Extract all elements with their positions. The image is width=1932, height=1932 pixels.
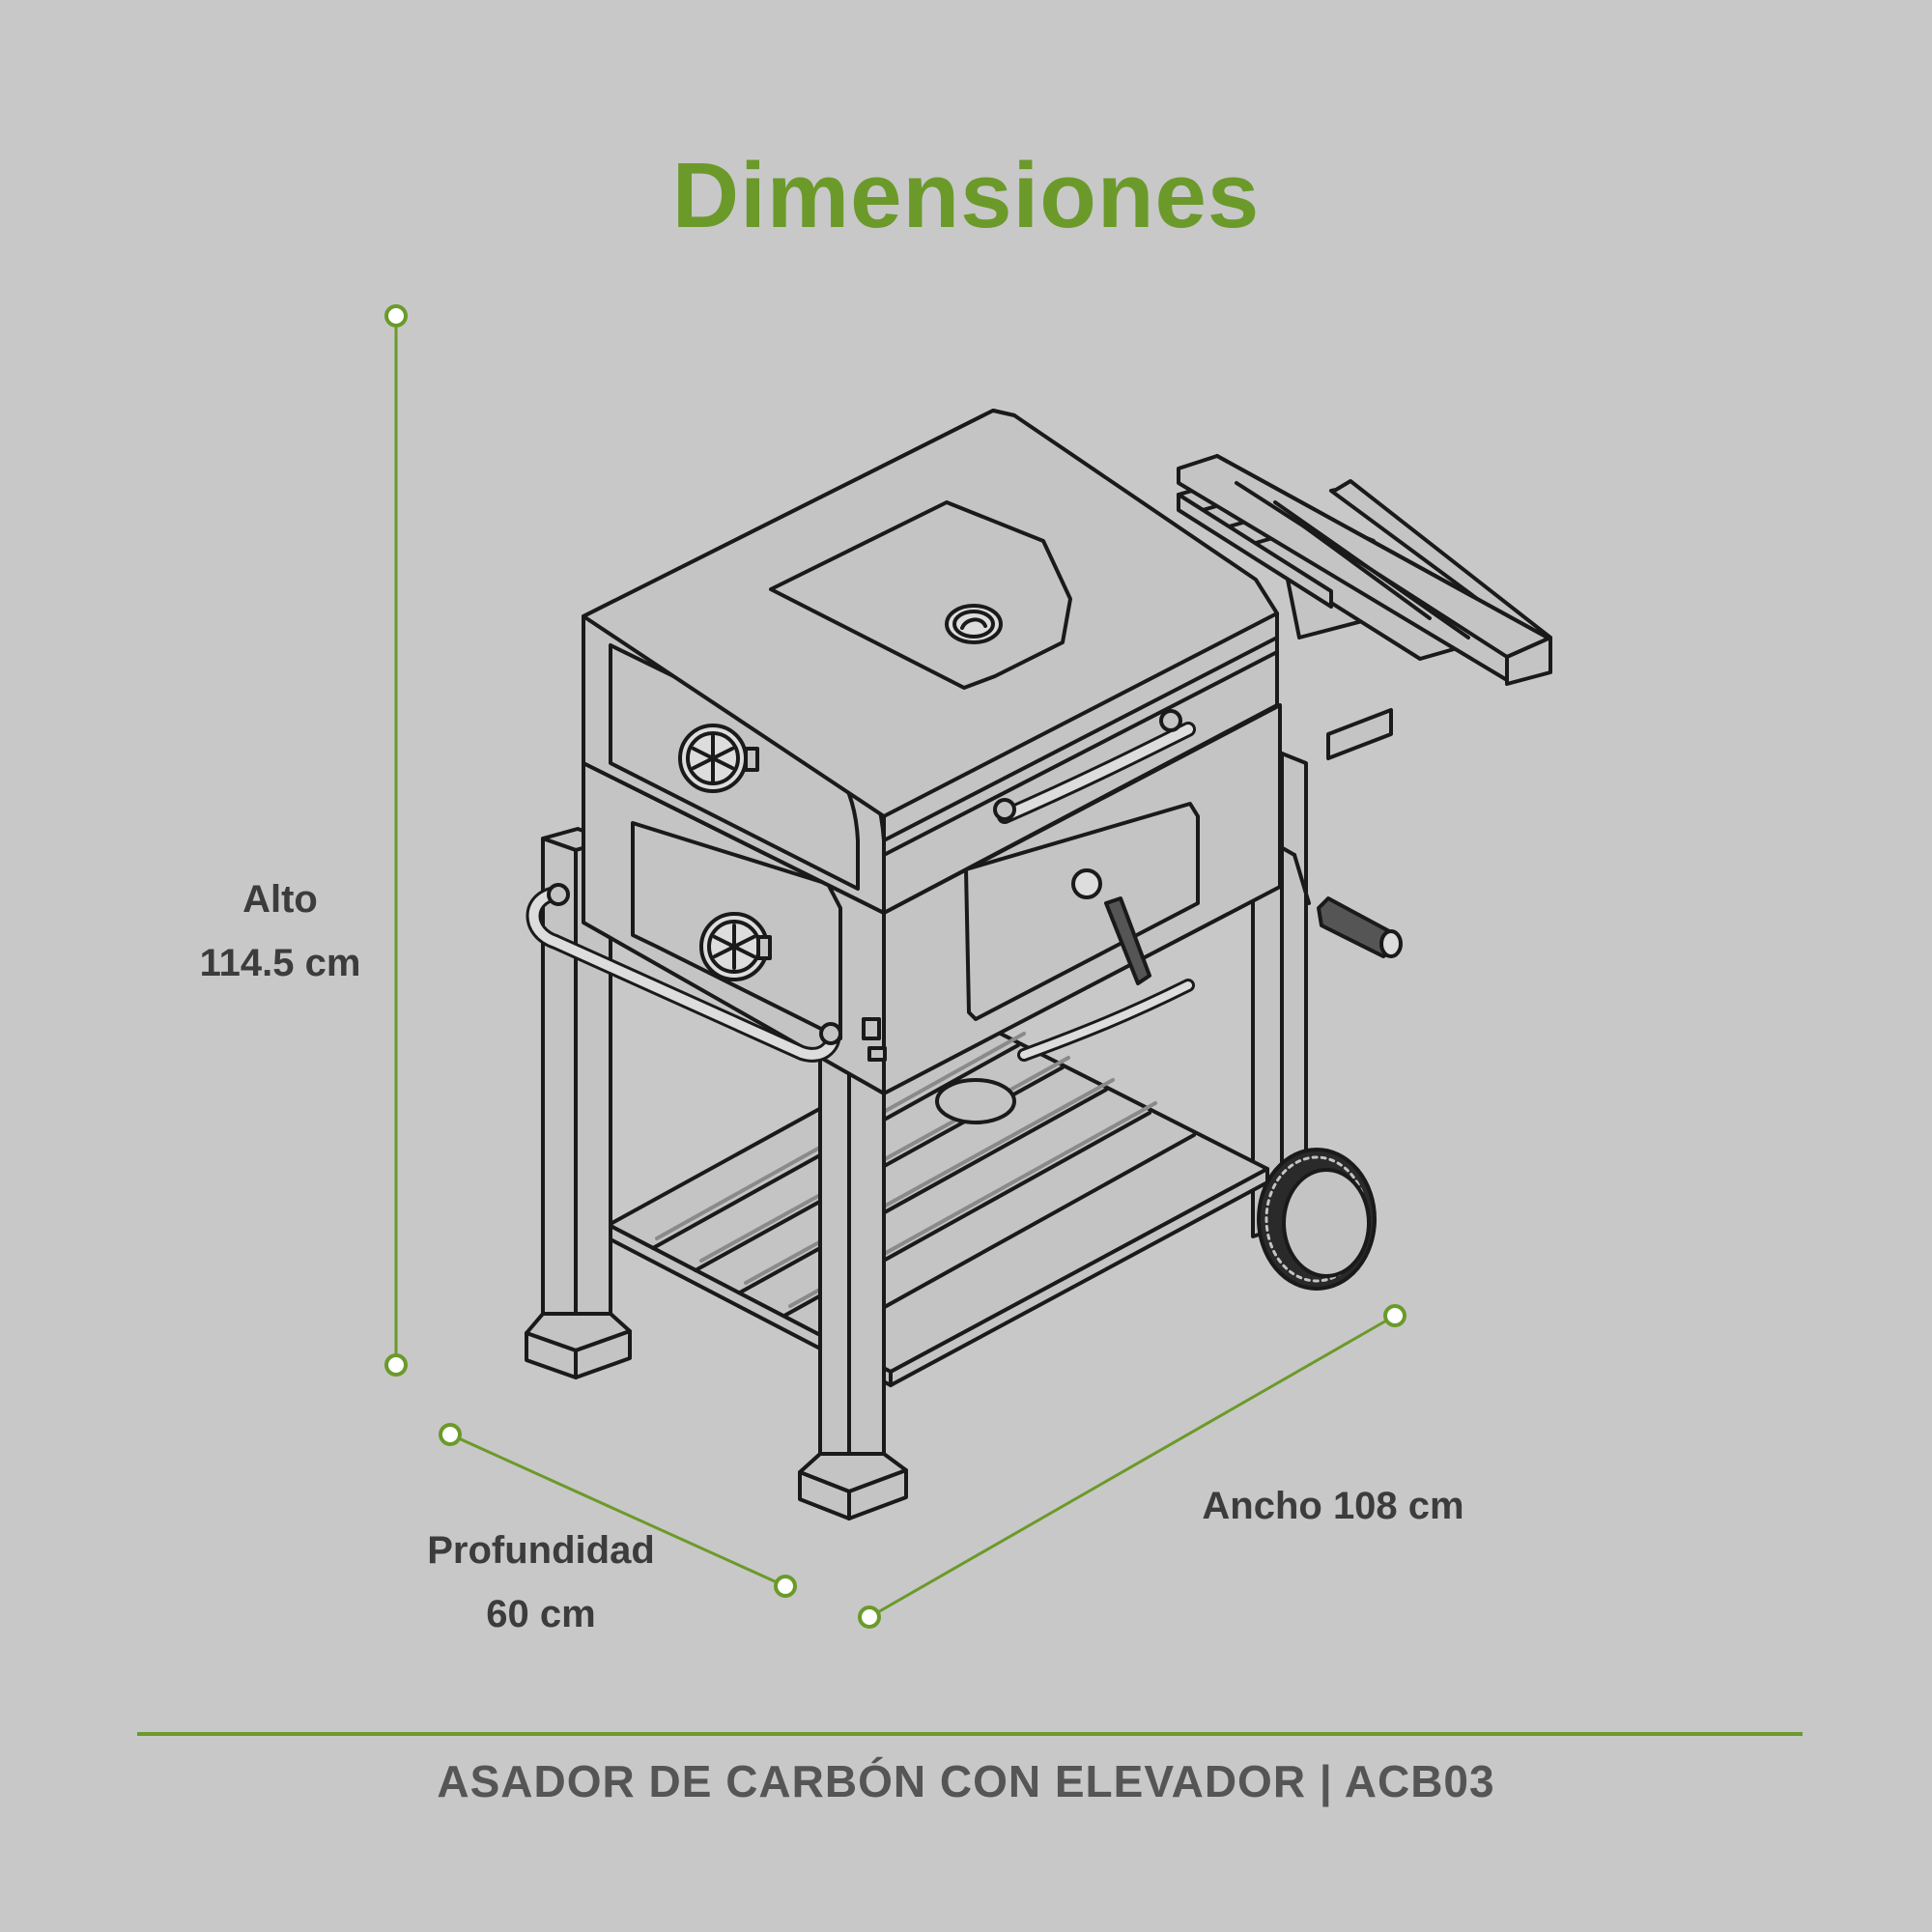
- depth-dimension-line: [439, 1423, 797, 1598]
- side-shelf: [1177, 454, 1552, 760]
- height-dimension-line: [384, 304, 408, 1377]
- width-dimension-line: [858, 1304, 1406, 1629]
- width-label: Ancho 108 cm: [1159, 1474, 1507, 1538]
- depth-label-title: Profundidad: [427, 1529, 655, 1572]
- temperature-gauge-icon: [945, 604, 1003, 644]
- wheel-back: [935, 1078, 1016, 1124]
- product-name: ASADOR DE CARBÓN CON ELEVADOR | ACB03: [437, 1756, 1495, 1806]
- bottom-shelf-grate: [607, 1020, 1269, 1387]
- height-label-title: Alto: [242, 878, 318, 921]
- wheel: [1257, 1148, 1377, 1291]
- height-label-value: 114.5 cm: [199, 942, 361, 984]
- front-vent-lower: [699, 912, 772, 981]
- depth-label: Profundidad 60 cm: [386, 1519, 696, 1646]
- side-handle: [526, 883, 842, 1063]
- height-label: Alto 114.5 cm: [164, 867, 396, 995]
- crank-handle: [1253, 828, 1403, 958]
- charcoal-grill-illustration: [525, 409, 1552, 1520]
- charcoal-lift-lever: [1017, 868, 1195, 1062]
- page-title: Dimensiones: [671, 144, 1261, 247]
- width-label-text: Ancho 108 cm: [1202, 1485, 1464, 1527]
- depth-label-value: 60 cm: [486, 1593, 596, 1635]
- footer-divider: [137, 1732, 1803, 1736]
- front-vent-upper: [678, 724, 759, 793]
- lid-handle: [993, 709, 1196, 824]
- tool-hook: [862, 1017, 887, 1062]
